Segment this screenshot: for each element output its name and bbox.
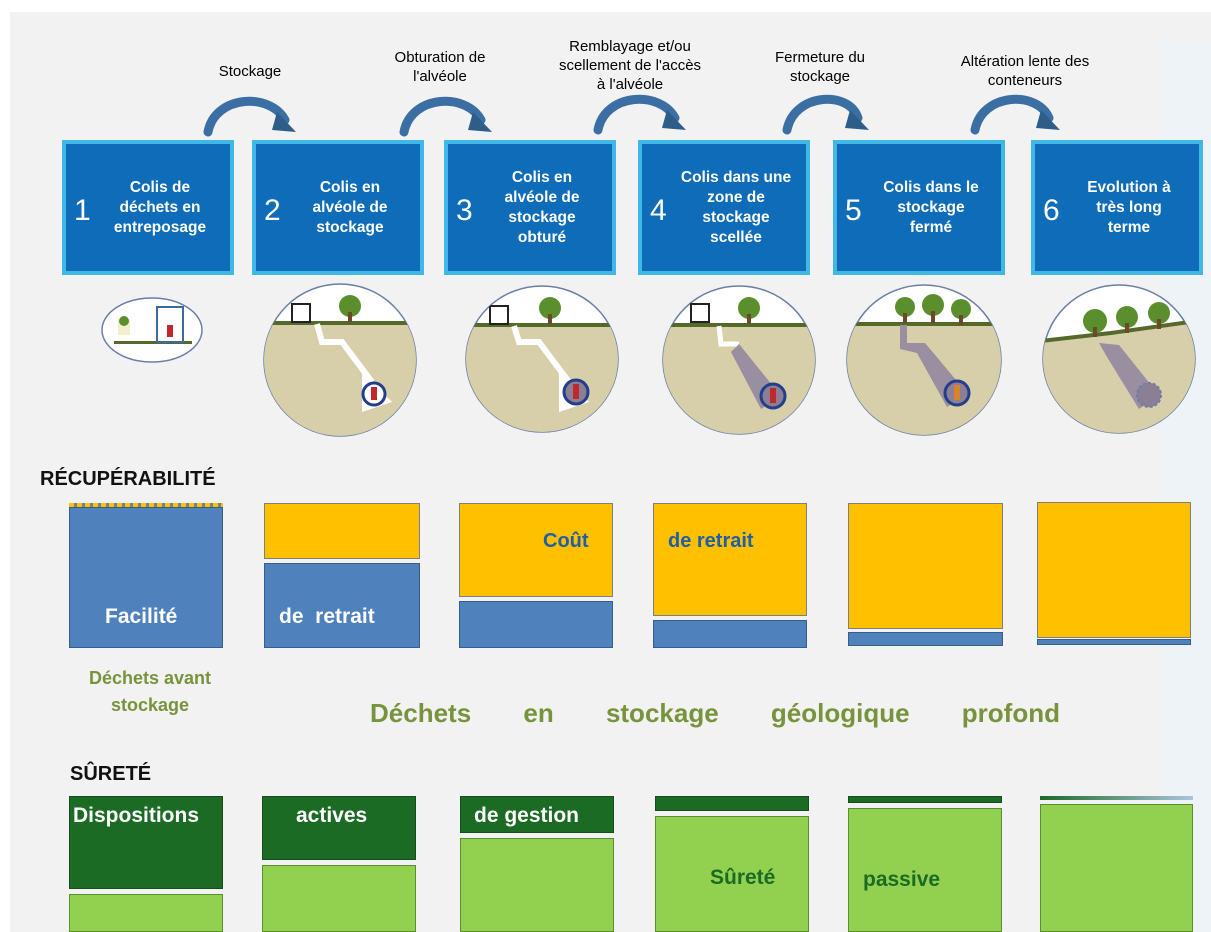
recup-text-de-retrait: de retrait xyxy=(279,605,375,628)
recup-text-de-retrait-2: de retrait xyxy=(668,530,754,552)
surete-bar-6-dark xyxy=(1040,796,1193,800)
step-number: 1 xyxy=(74,194,91,227)
recup-bar-6-yellow xyxy=(1037,502,1191,638)
arrow-head-1 xyxy=(272,112,296,132)
arrow-head-4 xyxy=(845,110,869,130)
surete-text-de-gestion: de gestion xyxy=(474,804,580,827)
step-number: 4 xyxy=(650,194,667,227)
recup-bar-1-blue xyxy=(69,507,223,648)
arrow-label-alteration: Altération lente des conteneurs xyxy=(960,53,1090,89)
label-avant-stockage: Déchets avant stockage xyxy=(88,668,212,715)
word-geologique: géologique xyxy=(770,698,910,728)
surete-bar-3-dark xyxy=(460,796,614,833)
step-number: 6 xyxy=(1043,194,1060,227)
illustration-scellee xyxy=(662,285,816,435)
arrow-1 xyxy=(203,96,290,137)
recup-bar-5-blue xyxy=(848,632,1003,646)
step-label: Colis en alvéole de stockage obturé xyxy=(504,168,580,246)
recup-bar-4-blue xyxy=(653,620,807,648)
arrow-head-3 xyxy=(662,110,686,130)
step-label: Colis de déchets en entreposage xyxy=(113,178,207,236)
arrow-head-5 xyxy=(1036,110,1060,130)
illustration-ferme xyxy=(846,284,1002,436)
arrow-3 xyxy=(593,94,680,135)
recup-bar-2-yellow xyxy=(264,503,420,559)
arrow-label-stockage: Stockage xyxy=(218,63,282,80)
surete-bar-1-dark xyxy=(69,796,223,889)
arrow-2 xyxy=(399,96,486,137)
surete-text-actives: actives xyxy=(296,804,368,827)
arrow-label-remblayage: Remblayage et/ou scellement de l'accès à… xyxy=(558,38,702,93)
step-label: Colis en alvéole de stockage xyxy=(312,178,388,236)
surete-title: SÛRETÉ xyxy=(70,763,152,785)
step-1: 1 Colis de déchets en entreposage xyxy=(62,140,234,275)
recup-bar-3-yellow xyxy=(459,503,613,597)
surete-bar-1-light xyxy=(69,894,223,932)
step-label: Colis dans le stockage fermé xyxy=(883,178,979,236)
illustration-alveole xyxy=(263,283,417,437)
recup-bar-3-blue xyxy=(459,601,613,648)
recup-dashed-top xyxy=(69,503,223,507)
arrow-4 xyxy=(782,94,863,135)
recup-text-facilite: Facilité xyxy=(105,605,178,628)
surete-text-surete: Sûreté xyxy=(710,866,776,889)
recup-bar-4-yellow xyxy=(653,503,807,616)
illustration-long-terme xyxy=(1042,284,1196,434)
surete-bar-2-dark xyxy=(262,796,416,860)
surete-bar-2-light xyxy=(262,865,416,932)
step-2: 2 Colis en alvéole de stockage xyxy=(252,140,424,275)
surete-bar-3-light xyxy=(460,838,614,932)
surete-text-dispositions: Dispositions xyxy=(73,804,200,827)
step-5: 5 Colis dans le stockage fermé xyxy=(833,140,1005,275)
illustration-entreposage xyxy=(101,297,203,363)
word-profond: profond xyxy=(961,698,1060,728)
word-dechets: Déchets xyxy=(370,698,472,728)
recup-text-cout: Coût xyxy=(543,530,589,552)
arrow-head-2 xyxy=(468,112,492,132)
arrow-label-obturation: Obturation de l'alvéole xyxy=(394,49,486,85)
surete-text-passive: passive xyxy=(863,868,941,891)
step-label: Evolution à très long terme xyxy=(1087,178,1171,236)
word-en: en xyxy=(523,698,554,728)
surete-bar-5-dark xyxy=(848,796,1002,803)
step-number: 5 xyxy=(845,194,862,227)
recup-bar-6-blue xyxy=(1037,639,1191,645)
arrow-label-fermeture: Fermeture du stockage xyxy=(774,49,866,85)
word-stockage: stockage xyxy=(605,698,719,728)
transition-arrows xyxy=(203,94,1060,137)
arrow-5 xyxy=(970,94,1054,135)
step-number: 3 xyxy=(456,194,473,227)
recuperabilite-title: RÉCUPÉRABILITÉ xyxy=(40,468,216,490)
label-en-stockage: Déchets en stockage géologique profond xyxy=(370,698,1060,729)
surete-bar-6-light xyxy=(1040,804,1193,932)
step-number: 2 xyxy=(264,194,281,227)
step-6: 6 Evolution à très long terme xyxy=(1031,140,1203,275)
surete-bar-4-dark xyxy=(655,796,809,811)
recup-bar-2-blue xyxy=(264,563,420,648)
step-label: Colis dans une zone de stockage scellée xyxy=(680,168,792,246)
step-4: 4 Colis dans une zone de stockage scellé… xyxy=(638,140,810,275)
illustration-obture xyxy=(465,285,619,433)
step-3: 3 Colis en alvéole de stockage obturé xyxy=(444,140,616,275)
recup-bar-5-yellow xyxy=(848,503,1003,629)
